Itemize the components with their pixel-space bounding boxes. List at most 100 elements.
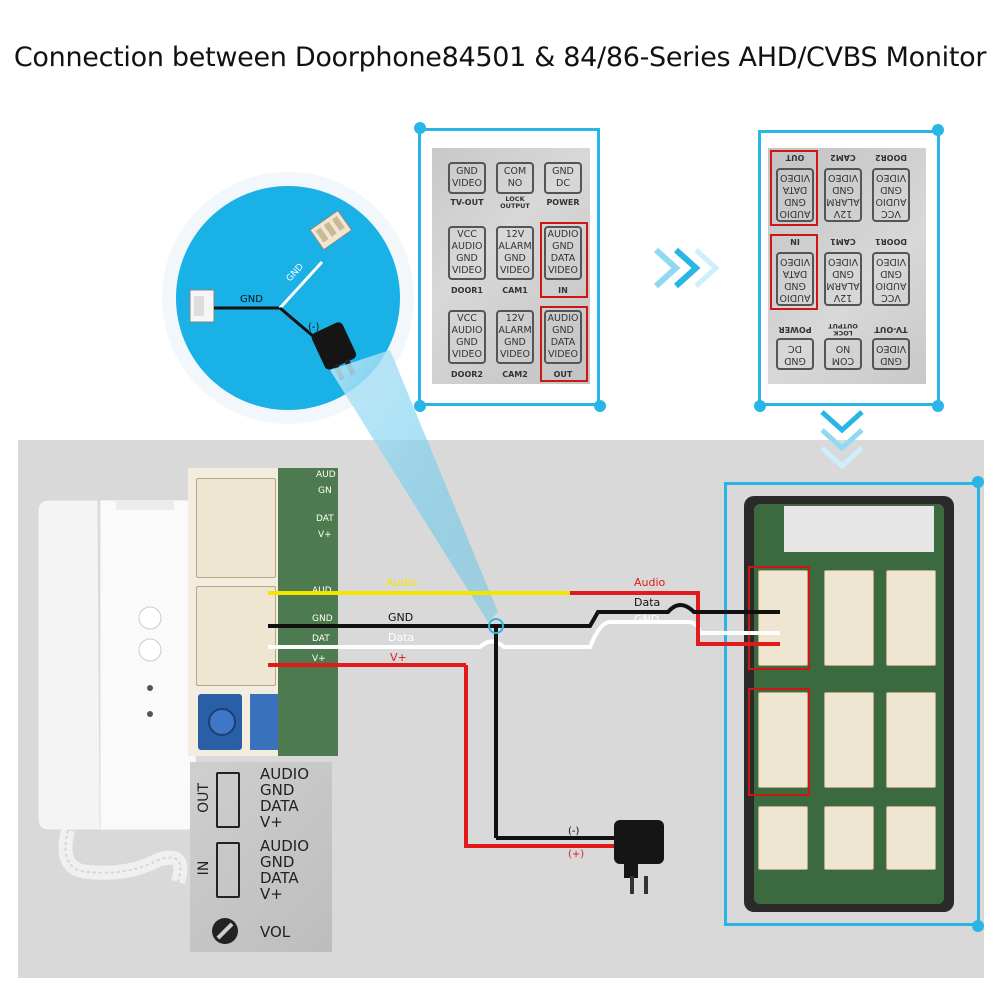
label-vplus-left: V+ — [390, 651, 407, 664]
sticker-out-vplus: V+ — [260, 813, 283, 831]
monitor-connector — [824, 570, 874, 666]
front-panel-frame — [418, 128, 600, 406]
label-power: POWER — [778, 325, 812, 334]
sticker-out: OUT — [196, 783, 212, 813]
sticker-in-gnd: GND — [260, 853, 295, 871]
label-psu-plus: (+) — [568, 849, 585, 860]
frame-corner-dot — [754, 400, 766, 412]
frame-corner-dot — [932, 400, 944, 412]
chevron-down-icon — [820, 410, 864, 470]
monitor-connector — [824, 692, 874, 788]
frame-corner-dot — [972, 920, 984, 932]
sticker-vol: VOL — [260, 923, 291, 941]
label-door2: DOOR2 — [875, 153, 907, 162]
highlight-monitor-in — [748, 566, 810, 670]
zoom-beam — [330, 350, 498, 622]
pcb-label: V+ — [312, 654, 326, 664]
pcb-label: V+ — [318, 530, 332, 540]
connector-out — [196, 478, 276, 578]
zoom-minus-label: (-) — [308, 322, 320, 333]
label-lock-output: LOCK OUTPUT — [500, 195, 530, 210]
monitor-connector — [886, 570, 936, 666]
label-cam2: CAM2 — [830, 153, 856, 162]
pcb-label: AUD — [316, 470, 336, 480]
label-cam2: CAM2 — [502, 370, 528, 379]
label-cam1: CAM1 — [502, 286, 528, 295]
sticker-out-data: DATA — [260, 797, 299, 815]
volume-icon — [212, 918, 238, 944]
sticker-in-data: DATA — [260, 869, 299, 887]
doorphone-handset — [37, 500, 197, 885]
label-out: OUT — [785, 153, 805, 162]
sticker-out-gnd: GND — [260, 781, 295, 799]
highlight-in — [540, 222, 588, 298]
label-gnd-right: GND — [634, 613, 660, 626]
monitor-pcb — [744, 496, 954, 912]
page-title: Connection between Doorphone84501 & 84/8… — [13, 42, 987, 73]
volume-knob — [198, 694, 242, 750]
label-audio-right: Audio — [634, 576, 666, 589]
label-cam1: CAM1 — [830, 237, 856, 246]
pcb-label: GN — [318, 486, 332, 496]
label-psu-minus: (-) — [568, 826, 580, 837]
sticker-in-vplus: V+ — [260, 885, 283, 903]
label-in: IN — [558, 286, 568, 295]
pcb-label: DAT — [312, 634, 330, 644]
monitor-connector — [758, 806, 808, 870]
pcb-label: GND — [312, 614, 333, 624]
sticker-in-audio: AUDIO — [260, 837, 310, 855]
frame-corner-dot — [414, 122, 426, 134]
highlight-monitor-out — [748, 688, 810, 796]
label-out: OUT — [553, 370, 573, 379]
label-power: POWER — [546, 198, 580, 207]
label-door1: DOOR1 — [451, 286, 483, 295]
label-door1: DOOR1 — [875, 237, 907, 246]
doorphone-port-sticker: OUT IN AUDIO GND DATA V+ AUDIO GND DATA … — [190, 762, 332, 952]
monitor-connector — [824, 806, 874, 870]
chevron-right-icon — [653, 247, 720, 289]
label-gnd-left: GND — [388, 611, 414, 624]
label-door2: DOOR2 — [451, 370, 483, 379]
label-data-right: Data — [634, 596, 661, 609]
label-audio-left: Audio — [386, 576, 418, 589]
sticker-out-audio: AUDIO — [260, 765, 310, 783]
doorphone-pcb: AUD GN DAT V+ AUD GND DAT V+ — [188, 468, 338, 756]
label-in: IN — [790, 237, 800, 246]
label-tv-out: TV-OUT — [450, 198, 484, 207]
monitor-connector — [886, 692, 936, 788]
label-tv-out: TV-OUT — [874, 325, 908, 334]
label-data-left: Data — [388, 631, 415, 644]
frame-corner-dot — [972, 476, 984, 488]
monitor-connector — [886, 806, 936, 870]
frame-corner-dot — [594, 400, 606, 412]
zoom-gnd-label: GND — [240, 294, 263, 305]
pcb-label: AUD — [312, 586, 332, 596]
rotated-panel-frame — [758, 130, 940, 406]
sticker-in: IN — [196, 860, 212, 876]
frame-corner-dot — [932, 124, 944, 136]
monitor-pcb-frame — [724, 482, 980, 926]
connector-in — [196, 586, 276, 686]
highlight-out — [540, 306, 588, 382]
pcb-label: DAT — [316, 514, 334, 524]
monitor-connector — [758, 692, 808, 788]
label-lock-output: LOCK OUTPUT — [828, 322, 858, 337]
